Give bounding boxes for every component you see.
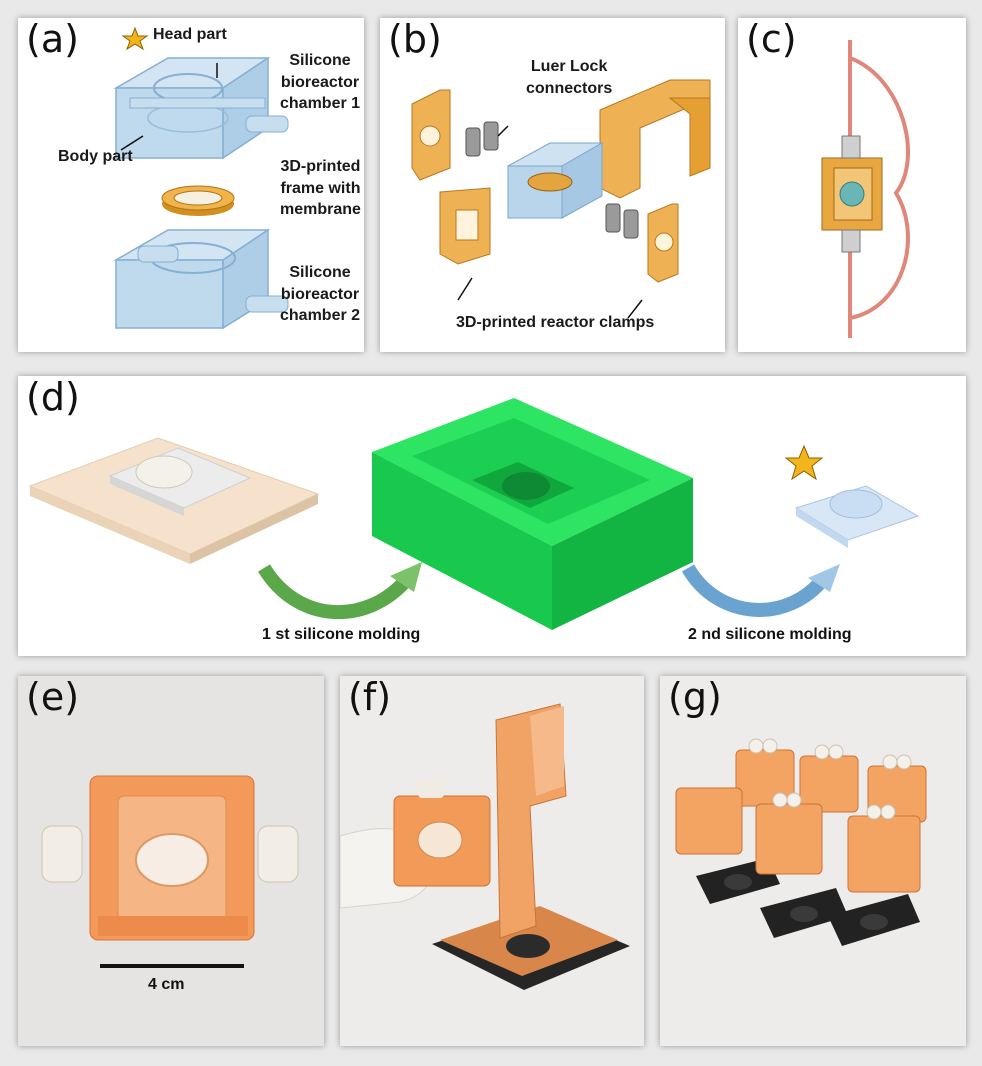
head-part-label: Head part [153,26,227,43]
panel-e: (e) 4 cm [18,676,324,1046]
u-clamp-drawing [599,79,711,199]
held-reactor-photo-drawing [393,780,491,887]
caps-drawing [748,738,912,820]
reactor-photo-drawing [41,775,299,941]
second-molding-label: 2 nd silicone molding [688,626,852,643]
first-molding-label: 1 st silicone molding [262,626,421,643]
luer-connectors-left [465,121,499,157]
silicone-head-drawing [794,485,920,548]
panel-b-label: (b) [388,18,442,61]
chamber-2-drawing [113,228,289,330]
panel-e-photo [41,775,299,968]
clamp-bottom-right-drawing [647,203,679,283]
clamp-bottom-left-drawing [439,187,491,265]
panel-a: (a) Head part [18,18,364,352]
reactor-drawing [507,142,604,219]
chamber-1-drawing [113,56,289,160]
panel-a-illustration [113,26,289,330]
panel-g: (g) [660,676,966,1046]
chamber-2-label: Silicone bioreactor chamber 2 [280,264,361,325]
scale-label: 4 cm [148,976,185,993]
clamp-drawing [411,89,451,181]
frame-label: 3D-printed frame with membrane [280,158,361,219]
luer-connectors-right [605,203,639,239]
panel-g-photo [675,738,927,946]
panel-b-illustration [411,79,711,319]
panel-c-label: (c) [746,18,797,61]
panel-f-photo [340,703,630,990]
panel-c: (c) [738,18,966,352]
luer-lock-label: Luer Lock connectors [526,58,613,97]
blue-arrow-icon [681,564,840,617]
panel-b: (b) [380,18,725,352]
panel-a-label: (a) [26,18,79,61]
panel-f-label: (f) [348,676,392,719]
panel-c-illustration [821,40,910,338]
panel-d: (d) [18,376,966,656]
reactor-clamps-label: 3D-printed reactor clamps [456,314,655,331]
membrane-frame-drawing [161,185,235,216]
chamber-1-label: Silicone bioreactor chamber 1 [280,52,361,113]
panel-d-illustration [28,398,920,630]
green-mold-drawing [372,398,693,630]
reactors-group-drawing [675,749,927,893]
master-mold-drawing [28,437,320,564]
star-icon [784,444,824,481]
assembled-reactor-drawing [821,135,883,253]
stand-photo-drawing [432,703,630,990]
green-arrow-icon [258,562,422,620]
body-part-label: Body part [58,148,133,165]
panel-f: (f) [340,676,644,1046]
panel-g-label: (g) [668,676,722,719]
panel-e-label: (e) [26,676,80,719]
panel-d-label: (d) [26,376,80,419]
star-icon [121,26,149,51]
